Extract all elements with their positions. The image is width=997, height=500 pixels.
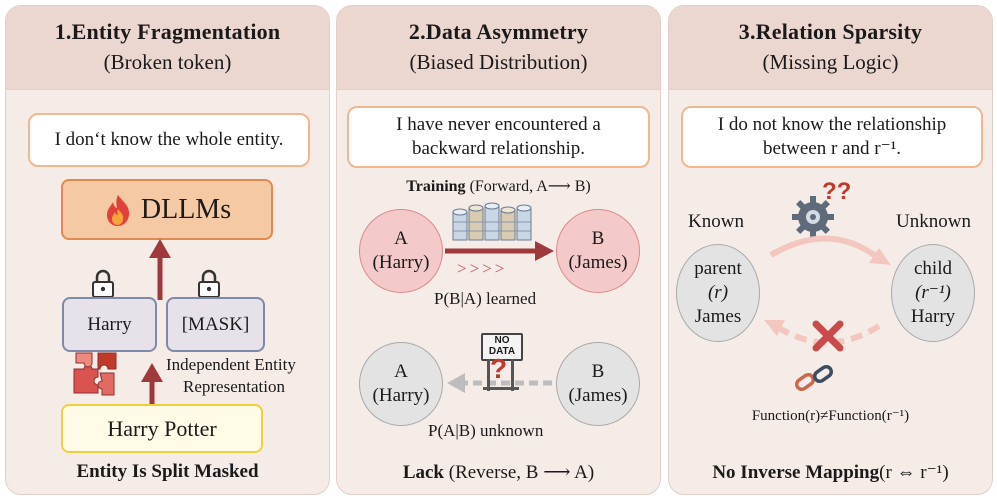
cross-icon	[812, 320, 844, 352]
sign-question: ?	[490, 353, 508, 384]
footer-bold: No Inverse Mapping	[712, 462, 880, 483]
panel-title: 2.Data Asymmetry	[408, 19, 589, 44]
panel-entity-fragmentation: 1.Entity Fragmentation (Broken token) I …	[5, 5, 330, 495]
unknown-label: Unknown	[896, 211, 971, 232]
training-label: Training (Forward, A⟶ B)	[337, 176, 660, 196]
input-entity-label: Harry Potter	[107, 415, 217, 441]
node-line1: parent	[694, 258, 742, 279]
panel-header: 3.Relation Sparsity (Missing Logic)	[669, 6, 992, 90]
dllm-label: DLLMs	[140, 193, 232, 225]
panel-data-asymmetry: 2.Data Asymmetry (Biased Distribution) I…	[336, 5, 661, 495]
lock-icon	[92, 269, 114, 298]
node-line1: child	[914, 258, 952, 279]
database-icon	[452, 202, 532, 241]
panel-footer: Lack (Reverse, B ⟶ A)	[337, 461, 660, 484]
token-mask-label: [MASK]	[181, 313, 250, 335]
learned-label: P(B|A) learned	[434, 289, 537, 308]
token-harry: Harry	[62, 297, 157, 352]
node-b-reverse: B (James)	[556, 342, 640, 426]
dllm-box: DLLMs	[61, 179, 273, 240]
thought-bubble: I do not know the relationship between r…	[681, 106, 983, 168]
node-b-forward: B (James)	[556, 209, 640, 293]
thought-bubble: I don‘t know the whole entity.	[28, 113, 310, 167]
token-harry-label: Harry	[87, 313, 132, 335]
node-a-forward: A (Harry)	[359, 209, 443, 293]
thought-bubble: I have never encountered a backward rela…	[347, 106, 650, 168]
bubble-text-line1: I have never encountered a	[396, 114, 601, 135]
node-line2: (r)	[707, 282, 729, 303]
panel-header: 1.Entity Fragmentation (Broken token)	[6, 6, 329, 90]
panel-subtitle: (Missing Logic)	[762, 50, 899, 74]
fire-icon	[106, 194, 129, 226]
side-note-line2: Representation	[183, 377, 285, 396]
node-a-reverse: A (Harry)	[359, 342, 443, 426]
panel-subtitle: (Broken token)	[103, 50, 232, 74]
panel-relation-sparsity: 3.Relation Sparsity (Missing Logic) I do…	[668, 5, 993, 495]
sign-line1: NO	[494, 335, 510, 346]
node-name: (James)	[568, 252, 628, 273]
training-rest: (Forward, A⟶ B)	[465, 178, 591, 195]
panel-subtitle: (Biased Distribution)	[409, 50, 588, 74]
arrow-marks: >>>>	[457, 259, 508, 278]
token-mask: [MASK]	[166, 297, 265, 352]
bubble-text-line2: between r and r⁻¹.	[762, 138, 902, 159]
input-entity-box: Harry Potter	[61, 404, 263, 453]
side-note-line1: Independent Entity	[166, 355, 296, 374]
arrows-layer	[141, 239, 171, 408]
node-letter: B	[591, 361, 605, 382]
unknown-label: P(A|B) unknown	[428, 421, 544, 440]
node-line3: James	[694, 306, 742, 327]
lock-icon	[198, 269, 220, 298]
node-parent: parent (r) James	[676, 244, 760, 342]
broken-chain-icon	[794, 364, 834, 392]
node-name: (Harry)	[372, 385, 430, 406]
node-name: (Harry)	[372, 252, 430, 273]
node-letter: A	[394, 361, 408, 382]
panel-header: 2.Data Asymmetry (Biased Distribution)	[337, 6, 660, 90]
node-letter: B	[591, 228, 605, 249]
forward-arrow	[445, 241, 554, 261]
footer-rest: (Reverse, B ⟶ A)	[444, 462, 595, 483]
sign-line2: DATA	[488, 346, 516, 357]
known-label: Known	[688, 211, 744, 232]
footer-rest: (r ⇔ r⁻¹)	[879, 462, 949, 483]
node-name: (James)	[568, 385, 628, 406]
no-data-sign-icon: NO DATA ?	[481, 333, 523, 393]
footer-bold: Lack	[402, 462, 444, 483]
reverse-arrow	[447, 373, 552, 393]
gear-icon	[792, 196, 834, 238]
gear-question: ??	[822, 178, 852, 205]
node-line3: Harry	[910, 306, 956, 327]
relation-arcs	[764, 235, 891, 346]
bubble-text-line2: backward relationship.	[411, 138, 586, 159]
training-bold: Training	[406, 178, 466, 195]
bubble-text-line1: I do not know the relationship	[717, 114, 947, 135]
node-line2: (r⁻¹)	[915, 282, 951, 303]
panel-title: 1.Entity Fragmentation	[54, 19, 281, 44]
node-child: child (r⁻¹) Harry	[891, 244, 975, 342]
bubble-text: I don‘t know the whole entity.	[54, 129, 284, 150]
function-label: Function(r)≠Function(r⁻¹)	[751, 408, 910, 424]
panel-footer: Entity Is Split Masked	[76, 461, 259, 482]
node-letter: A	[394, 228, 408, 249]
puzzle-icon	[73, 352, 117, 396]
panel-footer: No Inverse Mapping(r ⇔ r⁻¹)	[669, 461, 992, 484]
panel-title: 3.Relation Sparsity	[738, 19, 923, 44]
